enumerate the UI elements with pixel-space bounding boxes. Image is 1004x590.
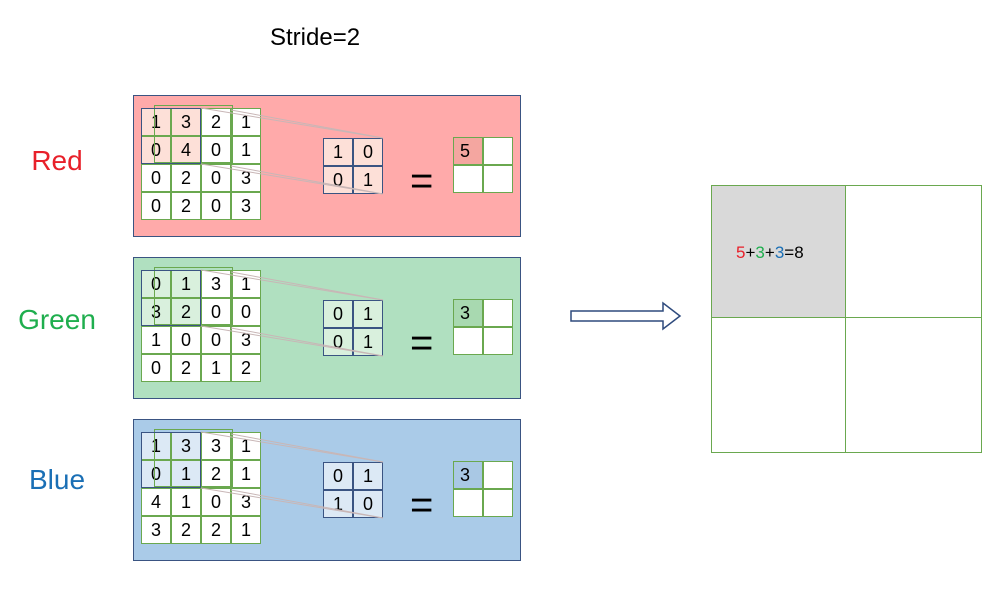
sum-term: =8	[784, 243, 804, 262]
green-output-cell	[483, 299, 513, 327]
green-input-cell: 2	[231, 354, 261, 382]
green-kernel-cell: 1	[353, 300, 383, 328]
right-arrow-icon	[570, 301, 682, 331]
red-output-cell	[483, 165, 513, 193]
red-input-cell: 0	[201, 164, 231, 192]
blue-guide-line	[230, 433, 384, 463]
green-output-cell	[453, 327, 483, 355]
red-input-cell: 0	[201, 136, 231, 164]
diagram-title: Stride=2	[270, 24, 361, 51]
sum-term: +	[745, 243, 756, 262]
sum-term: 5	[736, 243, 746, 262]
red-input-cell: 1	[231, 136, 261, 164]
green-guide-line	[200, 325, 384, 357]
red-guide-line	[200, 107, 384, 139]
green-input-cell: 3	[141, 298, 171, 326]
blue-input-cell: 2	[171, 516, 201, 544]
green-kernel-cell: 0	[323, 300, 353, 328]
blue-guide-line	[200, 487, 384, 519]
sum-term: 3	[755, 243, 765, 262]
red-kernel-cell: 0	[353, 138, 383, 166]
blue-input-cell: 2	[201, 516, 231, 544]
blue-input-cell: 4	[141, 488, 171, 516]
blue-guide-line	[200, 431, 384, 463]
blue-input-cell: 0	[141, 460, 171, 488]
green-input-cell: 1	[141, 326, 171, 354]
blue-kernel-cell: 0	[323, 462, 353, 490]
green-input-cell: 2	[171, 354, 201, 382]
red-input-cell: 0	[141, 164, 171, 192]
red-guide-line	[230, 165, 384, 195]
red-output-cell	[483, 137, 513, 165]
green-kernel-cell: 0	[323, 328, 353, 356]
result-cell-1-1	[845, 317, 982, 453]
blue-guide-line	[230, 489, 384, 519]
blue-output-cell	[453, 489, 483, 517]
green-equals-sign: =	[410, 321, 434, 365]
red-input-cell: 3	[231, 164, 261, 192]
red-input-cell: 0	[141, 136, 171, 164]
green-channel-label: Green	[18, 304, 96, 335]
sum-term: 3	[774, 243, 785, 262]
green-guide-line	[200, 269, 384, 301]
red-kernel-cell: 1	[323, 138, 353, 166]
blue-kernel-cell: 1	[323, 490, 353, 518]
blue-output-cell: 3	[453, 461, 483, 489]
blue-input-cell: 0	[201, 488, 231, 516]
green-input-cell: 3	[201, 270, 231, 298]
result-cell-1-0	[711, 317, 846, 453]
red-input-cell: 4	[171, 136, 201, 164]
green-input-cell: 0	[201, 298, 231, 326]
sum-term: +	[764, 243, 775, 262]
blue-channel-label: Blue	[28, 464, 86, 495]
blue-input-cell: 1	[231, 460, 261, 488]
sum-expression: 5+3+3=8	[736, 243, 804, 263]
green-guide-line	[230, 327, 384, 357]
red-input-cell: 0	[201, 192, 231, 220]
blue-input-cell: 1	[231, 516, 261, 544]
red-output-cell: 5	[453, 137, 483, 165]
blue-kernel-cell: 1	[353, 462, 383, 490]
red-input-cell: 2	[201, 108, 231, 136]
green-output-cell: 3	[453, 299, 483, 327]
green-guide-line	[230, 271, 384, 301]
blue-input-cell: 1	[171, 488, 201, 516]
red-input-cell: 3	[231, 192, 261, 220]
green-input-cell: 0	[231, 298, 261, 326]
red-input-cell: 2	[171, 164, 201, 192]
blue-input-cell: 3	[201, 432, 231, 460]
blue-input-cell: 3	[141, 516, 171, 544]
blue-input-cell: 2	[201, 460, 231, 488]
green-input-cell: 0	[171, 326, 201, 354]
red-channel-label: Red	[31, 145, 83, 176]
green-input-cell: 1	[201, 354, 231, 382]
green-input-cell: 0	[141, 354, 171, 382]
blue-output-cell	[483, 489, 513, 517]
red-equals-sign: =	[410, 159, 434, 203]
red-input-cell: 2	[171, 192, 201, 220]
red-guide-line	[230, 109, 384, 139]
red-guide-line	[200, 163, 384, 195]
green-output-cell	[483, 327, 513, 355]
result-cell-0-0	[711, 185, 846, 318]
red-kernel-cell: 0	[323, 166, 353, 194]
blue-input-cell: 3	[171, 432, 201, 460]
red-input-cell: 0	[141, 192, 171, 220]
green-input-cell: 0	[201, 326, 231, 354]
blue-equals-sign: =	[410, 483, 434, 527]
red-output-cell	[453, 165, 483, 193]
blue-output-cell	[483, 461, 513, 489]
result-cell-0-1	[845, 185, 982, 318]
